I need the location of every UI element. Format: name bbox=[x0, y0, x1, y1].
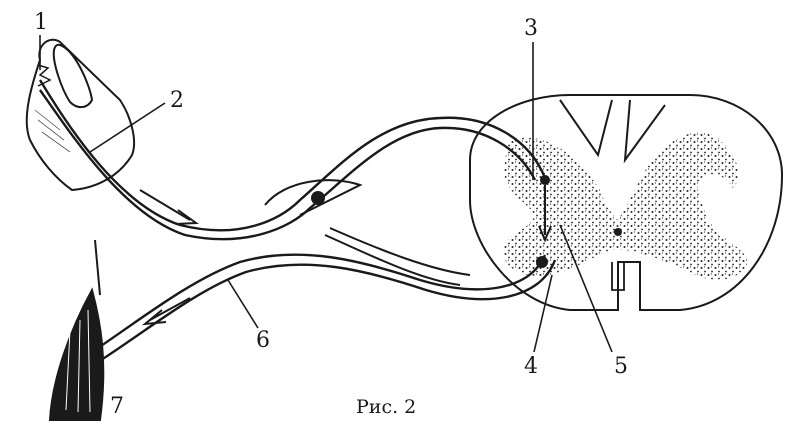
interneuron-body bbox=[540, 175, 550, 185]
finger-outline bbox=[25, 38, 136, 192]
motor-fiber-outer bbox=[91, 253, 547, 353]
dorsal-root-ganglion bbox=[264, 179, 363, 216]
interneuron-arrow bbox=[538, 185, 552, 243]
label-1: 1 bbox=[34, 10, 48, 35]
ventral-root-connector-2 bbox=[324, 234, 461, 286]
motor-arrow-shaft bbox=[149, 297, 191, 321]
figure-caption: Рис. 2 bbox=[356, 396, 417, 418]
sensory-arrow-head bbox=[175, 209, 199, 225]
label-5: 5 bbox=[614, 354, 628, 379]
motor-neuron-body bbox=[536, 256, 548, 268]
dorsal-fissure-left bbox=[559, 99, 613, 158]
sensory-fiber-outer bbox=[38, 79, 547, 232]
label-3: 3 bbox=[524, 16, 538, 41]
label-2: 2 bbox=[170, 88, 184, 113]
muscle-belly bbox=[48, 287, 105, 421]
pointer-4 bbox=[533, 274, 553, 353]
skin-receptor bbox=[37, 64, 52, 87]
pointer-2 bbox=[89, 102, 166, 153]
gray-matter bbox=[503, 132, 748, 280]
sensory-fiber-inner bbox=[39, 89, 537, 241]
label-7: 7 bbox=[110, 394, 124, 419]
motor-neuron bbox=[91, 175, 557, 364]
ventral-root-connector bbox=[329, 227, 471, 276]
fingernail bbox=[52, 43, 94, 108]
finger bbox=[25, 38, 136, 192]
muscle-tendon bbox=[94, 239, 101, 296]
muscle bbox=[48, 239, 105, 421]
motor-fiber-inner bbox=[97, 259, 557, 364]
posterior-horn-gap bbox=[697, 174, 737, 229]
finger-shading bbox=[34, 109, 71, 153]
label-4: 4 bbox=[524, 354, 538, 379]
sensory-neuron-body bbox=[311, 191, 325, 205]
sensory-neuron bbox=[38, 79, 547, 241]
pointer-5 bbox=[559, 224, 613, 353]
dorsal-fissure-right bbox=[623, 99, 666, 164]
muscle-fibers bbox=[65, 309, 91, 413]
sensory-arrow-shaft bbox=[139, 189, 191, 221]
pointer-6 bbox=[227, 279, 259, 329]
pointer-lines bbox=[39, 35, 613, 353]
motor-arrow-head bbox=[141, 309, 167, 326]
ventral-fissure bbox=[611, 262, 625, 291]
label-6: 6 bbox=[256, 328, 270, 353]
spinal-cord-section bbox=[469, 94, 784, 311]
